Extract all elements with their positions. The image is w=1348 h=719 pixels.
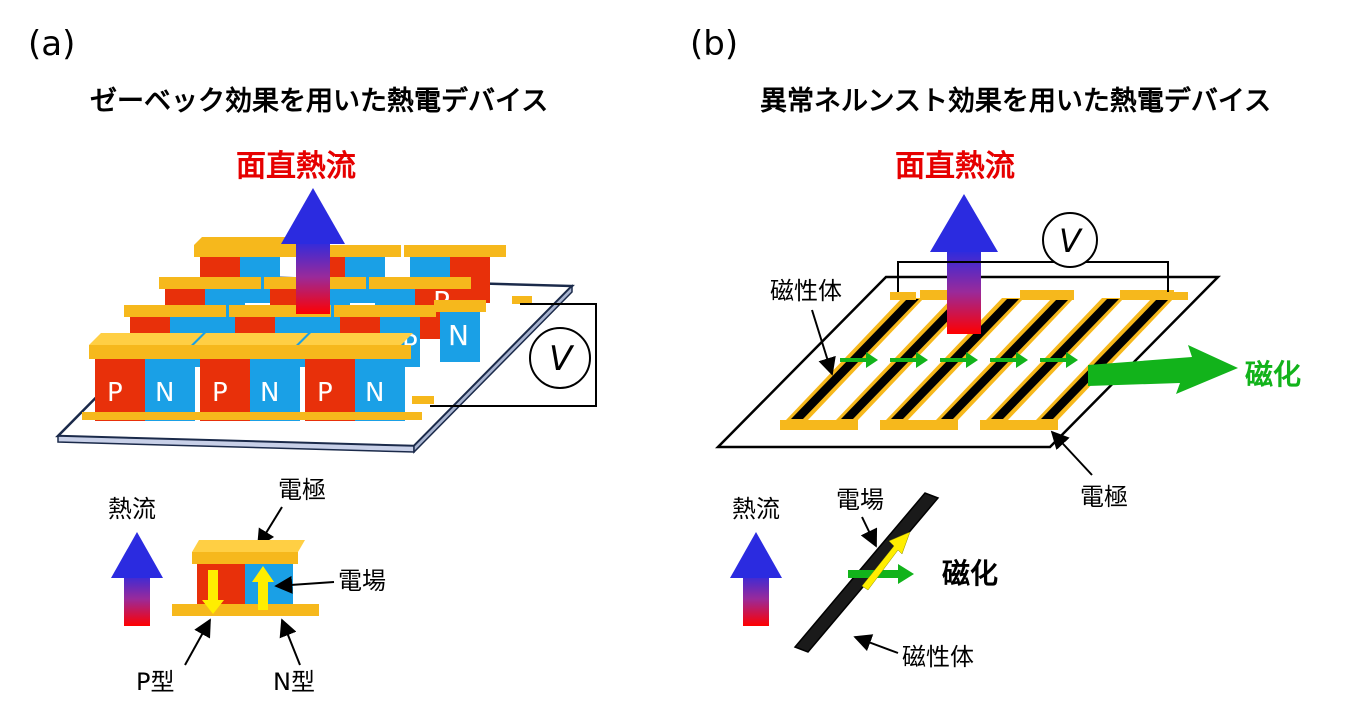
module-front-3: P N bbox=[299, 333, 413, 421]
stripe-magnetization-arrows bbox=[840, 352, 1078, 368]
legend-heat-flow-label: 熱流 bbox=[108, 495, 156, 523]
legend-p-type-label: P型 bbox=[136, 668, 174, 696]
legend-magnetization-arrow bbox=[848, 564, 914, 584]
module-letter: N bbox=[448, 319, 469, 352]
n-type-pointer bbox=[279, 618, 301, 666]
legend-b-magnetic-pointer bbox=[853, 634, 899, 654]
legend-b-field-pointer bbox=[860, 516, 878, 548]
voltmeter-a bbox=[529, 327, 591, 389]
electrode-pointer bbox=[257, 506, 283, 548]
panel-b-label: (b) bbox=[690, 24, 738, 64]
terminal-pad-bottom bbox=[412, 396, 434, 404]
electrode-pointer-b bbox=[1050, 430, 1093, 476]
voltmeter-b bbox=[1042, 212, 1098, 268]
magnetization-label: 磁化 bbox=[1245, 358, 1301, 391]
legend-field-arrow bbox=[861, 531, 911, 591]
legend-b-magnetization-label: 磁化 bbox=[942, 557, 998, 590]
legend-b-magnetic-body-label: 磁性体 bbox=[902, 643, 974, 671]
module-letter-p: P bbox=[212, 378, 228, 408]
module-letter-n: N bbox=[365, 378, 384, 408]
legend-electric-field-label: 電場 bbox=[338, 567, 386, 595]
voltmeter-a-label: V bbox=[549, 339, 575, 379]
magnetic-body-label: 磁性体 bbox=[770, 277, 842, 305]
legend-b-heat-flow-arrow bbox=[730, 532, 782, 626]
panel-b-heat-flow-title: 面直熱流 bbox=[895, 149, 1015, 184]
bottom-electrode-strip bbox=[82, 412, 422, 420]
heat-flow-arrow-b bbox=[930, 194, 998, 334]
legend-b: 熱流 電場 磁化 磁性体 bbox=[730, 486, 998, 671]
panel-a: (a) ゼーベック効果を用いた熱電デバイス 面直熱流 P N P bbox=[28, 24, 597, 696]
magnetization-arrow bbox=[1088, 345, 1238, 394]
panel-a-label: (a) bbox=[28, 24, 75, 64]
legend-electrode-label: 電極 bbox=[278, 476, 326, 504]
meander-device bbox=[780, 290, 1188, 430]
module-front-1: P N bbox=[89, 333, 203, 421]
legend-a: 熱流 電極 電場 P型 N型 bbox=[108, 476, 386, 696]
panel-b-title: 異常ネルンスト効果を用いた熱電デバイス bbox=[760, 85, 1271, 117]
panel-b: (b) 異常ネルンスト効果を用いた熱電デバイス 面直熱流 bbox=[690, 24, 1301, 671]
substrate-side bbox=[413, 284, 573, 454]
legend-heat-flow-arrow bbox=[111, 532, 163, 626]
module-row-front: P N P N P N bbox=[89, 333, 413, 421]
voltmeter-b-label: V bbox=[1059, 222, 1083, 260]
legend-module bbox=[172, 540, 319, 616]
circuit-wire-a bbox=[430, 303, 597, 407]
terminal-pad-top bbox=[512, 296, 532, 304]
circuit-wire-b bbox=[897, 261, 1169, 292]
p-type-pointer bbox=[184, 618, 211, 666]
module-letter-p: P bbox=[107, 378, 123, 408]
module-letter-p: P bbox=[317, 378, 333, 408]
panel-a-heat-flow-title: 面直熱流 bbox=[236, 149, 356, 184]
panel-a-title: ゼーベック効果を用いた熱電デバイス bbox=[90, 85, 548, 117]
electric-field-pointer bbox=[274, 575, 335, 594]
field-arrow-up bbox=[252, 566, 274, 610]
module-front-2: P N bbox=[194, 333, 308, 421]
legend-n-type-label: N型 bbox=[273, 668, 315, 696]
magnetic-body-pointer bbox=[811, 309, 836, 376]
module-letter-n: N bbox=[260, 378, 279, 408]
heat-flow-arrow-a bbox=[281, 188, 345, 314]
module-letter-n: N bbox=[155, 378, 174, 408]
module-mid-4: N bbox=[434, 300, 486, 362]
field-arrow-down bbox=[202, 570, 224, 614]
legend-b-electric-field-label: 電場 bbox=[836, 486, 884, 514]
legend-b-heat-flow-label: 熱流 bbox=[732, 495, 780, 523]
electrode-label-b: 電極 bbox=[1080, 483, 1128, 511]
